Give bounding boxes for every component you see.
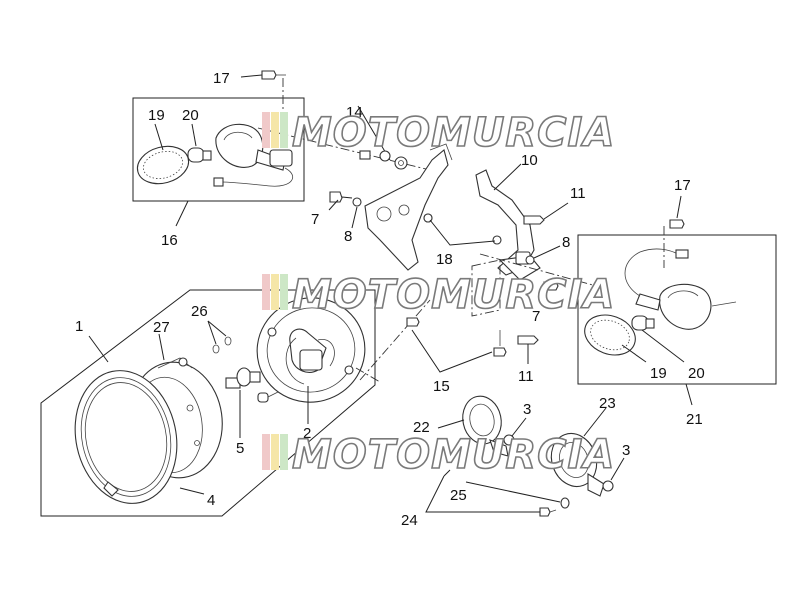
- leader-1: [88, 335, 109, 363]
- leader-20-right: [641, 329, 685, 363]
- label-17-right: 17: [674, 177, 691, 194]
- headlight-parking-bulb: [257, 391, 279, 403]
- label-3-top: 3: [523, 401, 531, 418]
- watermark-text-top: MOTOMURCIA: [292, 110, 615, 156]
- label-25: 25: [450, 487, 467, 504]
- label-7-left: 7: [311, 211, 319, 228]
- right-signal-housing: [624, 248, 737, 330]
- headlight-rim: [74, 370, 178, 504]
- leader-19-left: [154, 123, 164, 151]
- label-11-top: 11: [570, 185, 586, 202]
- watermark-text-bottom: MOTOMURCIA: [292, 432, 615, 478]
- leader-25: [465, 481, 561, 503]
- leader-24: [425, 475, 540, 513]
- left-turn-signal-frame: [132, 97, 305, 202]
- headlight-assembly: 1 27 26 4 5 2: [40, 289, 431, 517]
- label-19-left: 19: [148, 107, 165, 124]
- headlight-bracket-right: 10: [475, 152, 541, 281]
- horn-nut-right: 3: [602, 442, 630, 492]
- right-turn-signal-group: 19 20 21: [577, 234, 777, 428]
- right-signal-bulb: [631, 315, 655, 331]
- right-turn-signal-frame: [577, 234, 777, 385]
- label-22: 22: [413, 419, 430, 436]
- leader-20-left: [191, 123, 197, 147]
- label-11-bottom: 11: [518, 368, 534, 385]
- right-signal-screw: 17: [663, 177, 691, 268]
- horn-mount-hardware: 25 24: [401, 469, 570, 529]
- leader-22: [437, 419, 465, 429]
- label-17-left: 17: [213, 70, 230, 87]
- horn-nut-top: 3: [503, 401, 531, 446]
- horn-large: 23: [550, 395, 616, 497]
- label-14: 14: [346, 104, 363, 121]
- leader-4: [179, 487, 205, 495]
- label-19-right: 19: [650, 365, 667, 382]
- label-21: 21: [686, 411, 703, 428]
- label-3-right: 3: [622, 442, 630, 459]
- bracket-nut-8-right: 8 7: [525, 234, 570, 325]
- label-16: 16: [161, 232, 178, 249]
- label-26: 26: [191, 303, 208, 320]
- horn-small: 22: [413, 395, 509, 457]
- label-24: 24: [401, 512, 418, 529]
- label-7-right: 7: [532, 308, 540, 325]
- label-8-left: 8: [344, 228, 352, 245]
- label-27: 27: [153, 319, 170, 336]
- bracket-screw-11-top: 11: [523, 185, 586, 225]
- headlight-lamp-unit: [256, 297, 366, 403]
- label-20-left: 20: [182, 107, 199, 124]
- label-23: 23: [599, 395, 616, 412]
- leader-21: [685, 383, 693, 406]
- headlight-orings: [207, 320, 232, 354]
- label-18: 18: [436, 251, 453, 268]
- axis-right-signal: [479, 253, 601, 288]
- label-15: 15: [433, 378, 450, 395]
- label-20-right: 20: [688, 365, 705, 382]
- headlight-bracket-left: 14: [346, 104, 453, 271]
- bracket-nuts-18: 18: [423, 213, 502, 268]
- label-8-right: 8: [562, 234, 570, 251]
- bracket-nuts: [359, 150, 408, 170]
- watermark-middle: MOTOMURCIA: [262, 271, 615, 319]
- label-2: 2: [303, 425, 311, 442]
- leader-27: [158, 333, 165, 361]
- watermark-top: MOTOMURCIA: [262, 109, 615, 157]
- watermark-bottom: MOTOMURCIA: [262, 431, 615, 479]
- left-turn-signal-group: 19 20 16: [132, 97, 305, 249]
- label-4: 4: [207, 492, 215, 509]
- left-signal-lens: [136, 145, 190, 185]
- label-5: 5: [236, 440, 244, 457]
- watermark-text-middle: MOTOMURCIA: [292, 272, 615, 318]
- axis-headlight: [359, 299, 431, 381]
- label-10: 10: [521, 152, 538, 169]
- bracket-screws-15: 15: [406, 317, 507, 395]
- label-1: 1: [75, 318, 83, 335]
- bracket-screw-11-bottom: 11: [517, 335, 539, 385]
- leader-10: [493, 163, 522, 191]
- headlight-main-bulb: [225, 367, 261, 389]
- left-signal-housing: [213, 123, 294, 187]
- leader-23: [583, 407, 607, 437]
- left-signal-bulb: [187, 147, 212, 163]
- left-signal-screw: 17: [213, 70, 286, 110]
- headlight-frame: [40, 289, 376, 517]
- axis-bracket-mount: [471, 259, 501, 317]
- bracket-screw-left: 7 8: [311, 191, 362, 245]
- leader-16: [175, 200, 189, 227]
- leader-19-right: [621, 344, 647, 363]
